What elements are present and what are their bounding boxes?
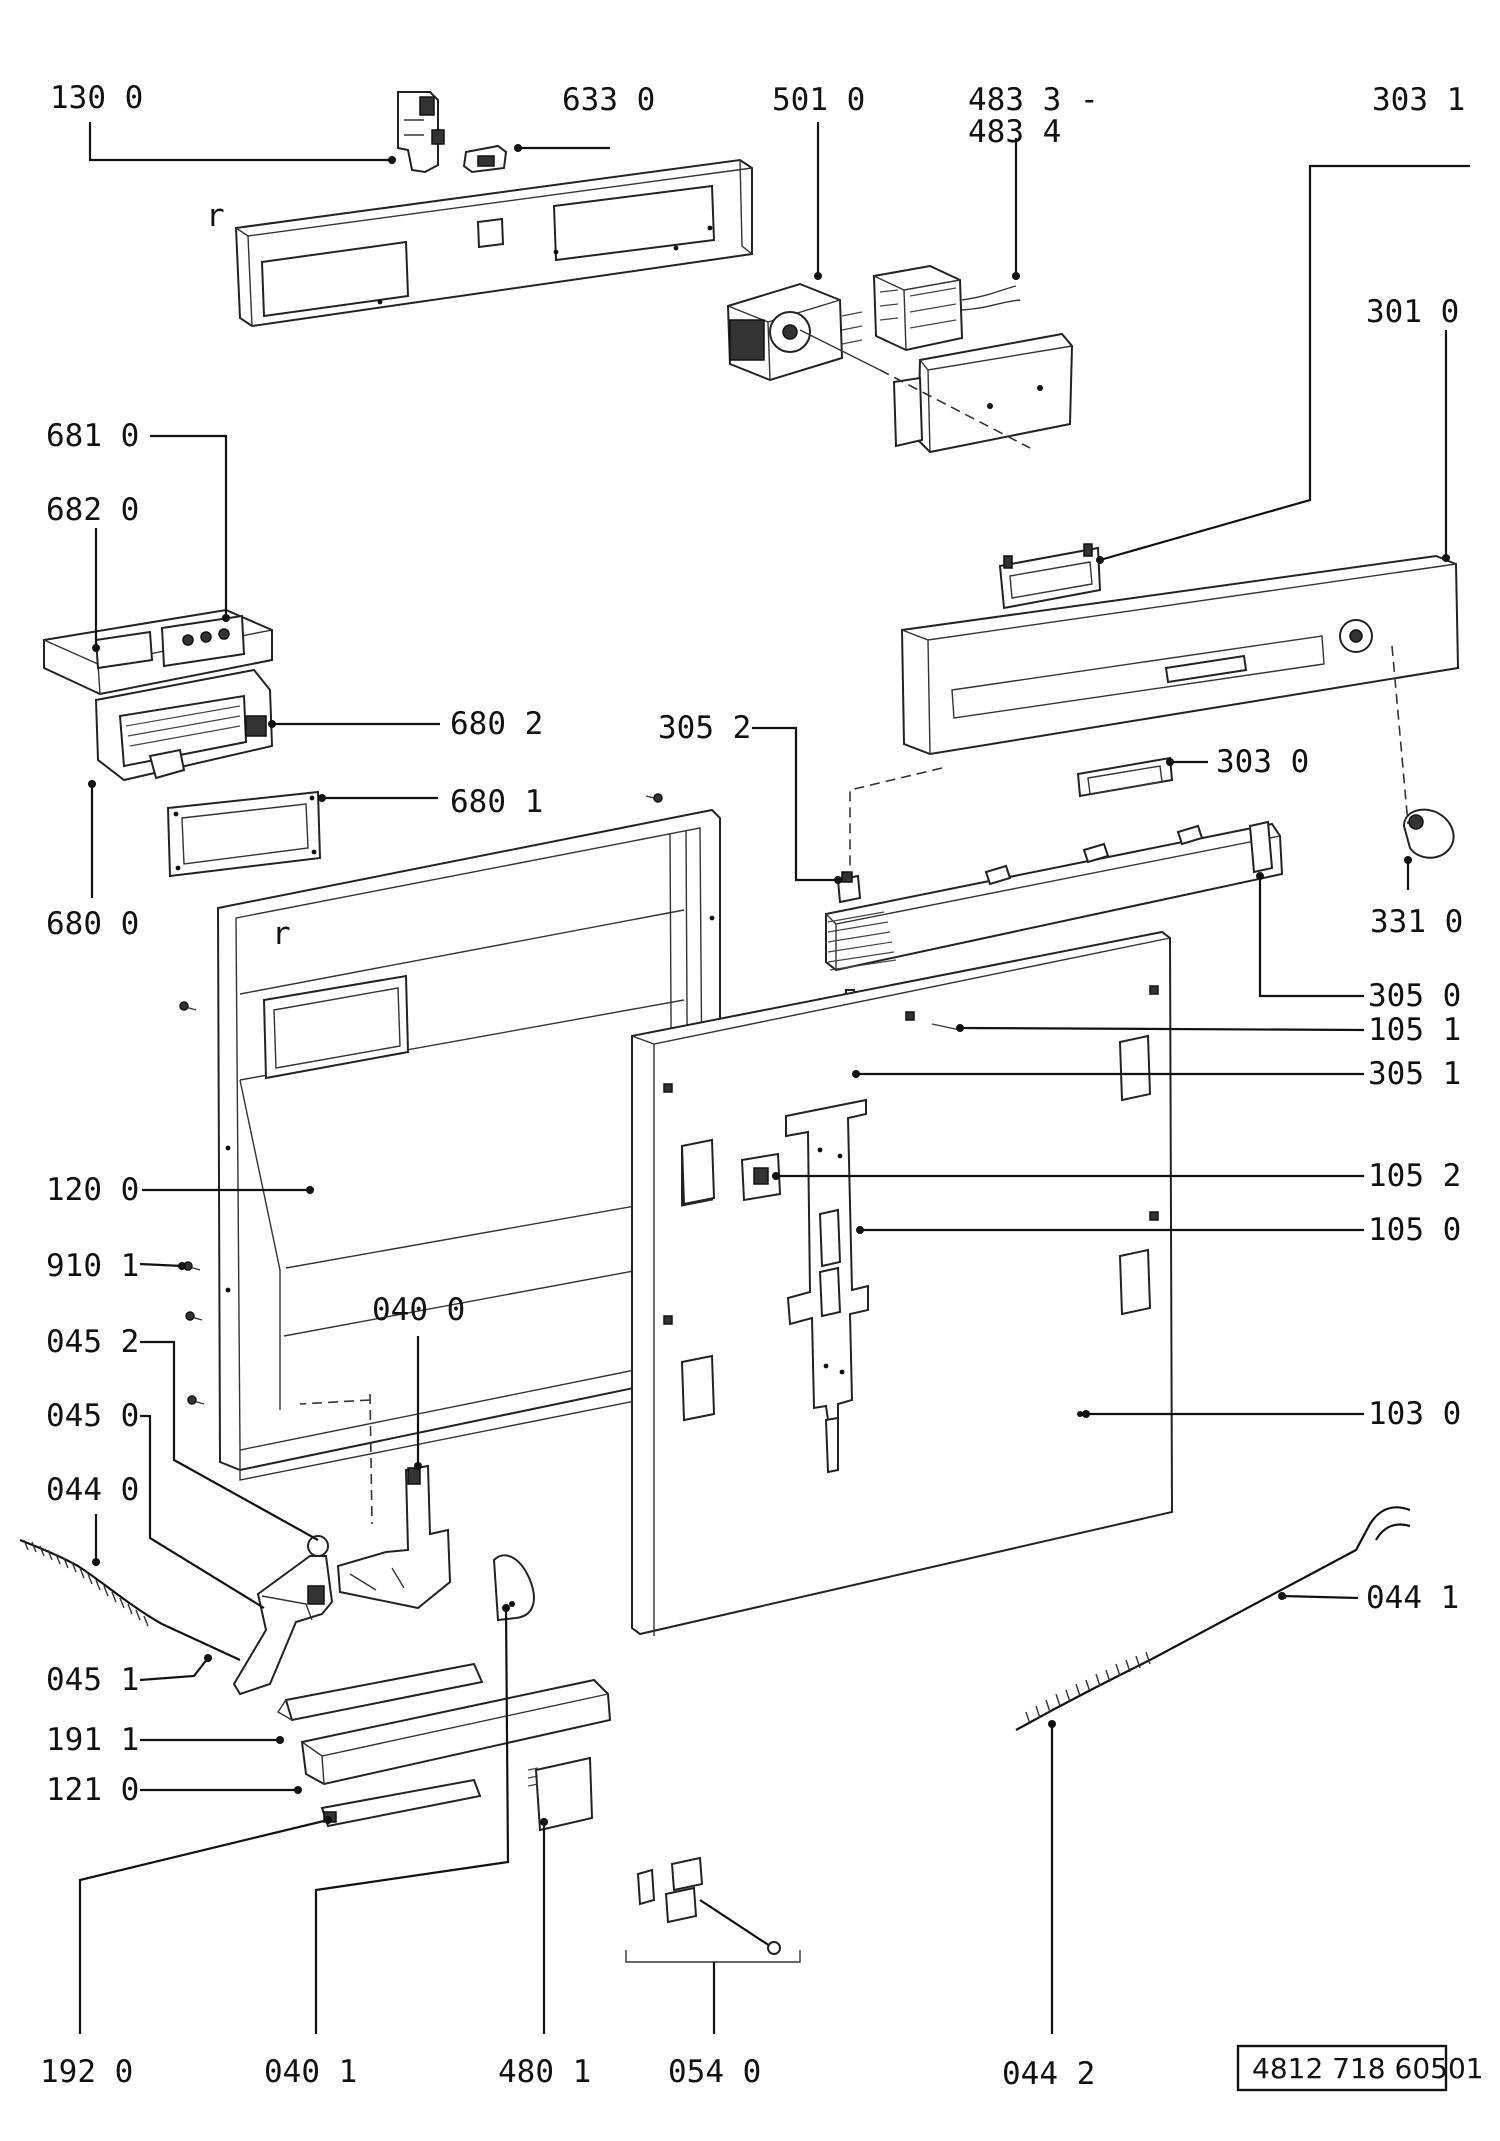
label-301-0: 301 0 bbox=[1366, 294, 1459, 330]
leader-dots bbox=[88, 144, 1450, 1826]
label-682-0: 682 0 bbox=[46, 492, 139, 528]
control-fascia-301-0 bbox=[900, 554, 1460, 756]
timer-bracket bbox=[879, 332, 1074, 454]
label-633-0: 633 0 bbox=[562, 82, 655, 118]
plate-480-1 bbox=[527, 1756, 594, 1832]
label-105-0: 105 0 bbox=[1368, 1212, 1461, 1248]
document-reference-box: 4812 718 60501 bbox=[1236, 2044, 1484, 2092]
knob-331-0 bbox=[1402, 808, 1455, 859]
part-labels: 130 0 633 0 501 0 483 3 - 483 4 303 1 30… bbox=[40, 80, 1465, 2092]
ref-mark-r-frame: r bbox=[272, 916, 291, 952]
label-680-0: 680 0 bbox=[46, 906, 139, 942]
lower-rail-192-0 bbox=[320, 1778, 482, 1828]
frame-outline-lines bbox=[239, 1399, 641, 1481]
hinge-dashed-line bbox=[299, 1393, 373, 1525]
label-331-0: 331 0 bbox=[1370, 904, 1463, 940]
label-103-0: 103 0 bbox=[1368, 1396, 1461, 1432]
label-480-1: 480 1 bbox=[498, 2054, 591, 2090]
switch-633-0 bbox=[462, 144, 508, 174]
label-045-1: 045 1 bbox=[46, 1662, 139, 1698]
label-105-1: 105 1 bbox=[1368, 1012, 1461, 1048]
label-305-1: 305 1 bbox=[1368, 1056, 1461, 1092]
label-681-0: 681 0 bbox=[46, 418, 139, 454]
lower-rail-191-1 bbox=[277, 1662, 484, 1722]
label-192-0: 192 0 bbox=[40, 2054, 133, 2090]
timer-motor-501-0 bbox=[726, 282, 881, 382]
label-044-2: 044 2 bbox=[1002, 2056, 1095, 2092]
label-044-0: 044 0 bbox=[46, 1472, 139, 1508]
bracket-clip-130-0 bbox=[397, 91, 445, 174]
control-module-body-680-0 bbox=[94, 668, 274, 782]
label-680-1: 680 1 bbox=[450, 784, 543, 820]
label-040-0: 040 0 bbox=[372, 1292, 465, 1328]
label-191-1: 191 1 bbox=[46, 1722, 139, 1758]
label-130-0: 130 0 bbox=[50, 80, 143, 116]
alignment-dashed-line bbox=[849, 767, 943, 874]
gasket-680-1 bbox=[166, 790, 322, 878]
clip-kit-054-0 bbox=[625, 1856, 801, 1963]
inner-door-frame-120-0 bbox=[216, 808, 721, 1472]
cam-plate-040-1 bbox=[492, 1554, 535, 1622]
label-054-0: 054 0 bbox=[668, 2054, 761, 2090]
screws-910-1 bbox=[179, 793, 663, 1405]
clip-105-2 bbox=[740, 1152, 782, 1202]
handle-303-1 bbox=[998, 543, 1102, 610]
outer-door-panel-103-0 bbox=[631, 930, 1174, 1636]
latch-303-0 bbox=[1076, 756, 1174, 798]
alignment-dashed-line-2 bbox=[1391, 645, 1409, 825]
connector-block-483 bbox=[872, 264, 1021, 352]
label-040-1: 040 1 bbox=[264, 2054, 357, 2090]
label-305-0: 305 0 bbox=[1368, 978, 1461, 1014]
lower-rail-121-0 bbox=[300, 1678, 612, 1786]
hinge-block-045-0 bbox=[232, 1535, 334, 1696]
label-303-0: 303 0 bbox=[1216, 744, 1309, 780]
spring-044-2 bbox=[1015, 1651, 1151, 1731]
label-303-1: 303 1 bbox=[1372, 82, 1465, 118]
label-121-0: 121 0 bbox=[46, 1772, 139, 1808]
label-680-2: 680 2 bbox=[450, 706, 543, 742]
label-483-3: 483 3 - bbox=[968, 82, 1099, 118]
label-105-2: 105 2 bbox=[1368, 1158, 1461, 1194]
label-305-2: 305 2 bbox=[658, 710, 751, 746]
rod-044-1 bbox=[1149, 1506, 1411, 1661]
label-120-0: 120 0 bbox=[46, 1172, 139, 1208]
control-panel-rail bbox=[234, 158, 753, 328]
label-045-0: 045 0 bbox=[46, 1398, 139, 1434]
document-reference-number: 4812 718 60501 bbox=[1252, 2052, 1484, 2085]
hinge-arm-040-0 bbox=[336, 1464, 452, 1610]
label-501-0: 501 0 bbox=[772, 82, 865, 118]
clip-305-2 bbox=[836, 871, 862, 904]
label-483-4: 483 4 bbox=[968, 114, 1061, 150]
top-rail-305-0 bbox=[825, 820, 1284, 972]
label-044-1: 044 1 bbox=[1366, 1580, 1459, 1616]
label-045-2: 045 2 bbox=[46, 1324, 139, 1360]
leader-lines bbox=[78, 122, 1470, 2034]
label-910-1: 910 1 bbox=[46, 1248, 139, 1284]
ref-mark-r-top: r bbox=[206, 198, 225, 234]
spring-044-0 bbox=[19, 1538, 241, 1661]
